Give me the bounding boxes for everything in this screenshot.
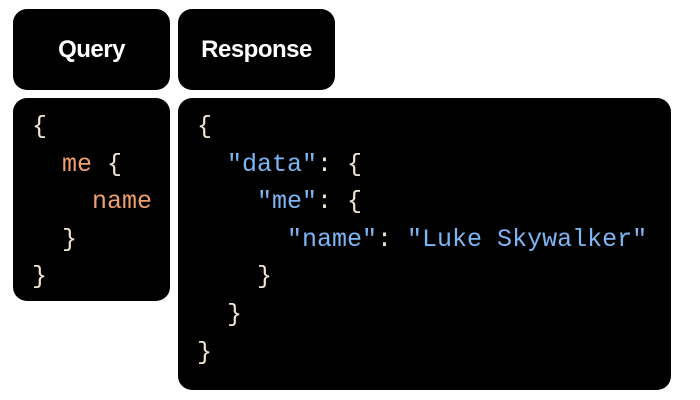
response-title: Response [201, 35, 312, 63]
brace: } [257, 262, 273, 292]
brace: } [62, 224, 78, 254]
response-key-me: "me" [257, 187, 318, 217]
response-value-name: "Luke Skywalker" [407, 224, 648, 254]
response-code-panel: { "data": { "me": { "name": "Luke Skywal… [178, 98, 671, 390]
colon: : [317, 187, 348, 217]
query-code-panel: { me { name }} [13, 98, 170, 301]
response-key-data: "data" [227, 149, 318, 179]
brace: { [32, 112, 48, 141]
brace: { [347, 149, 363, 179]
brace: { [107, 149, 123, 179]
brace: { [197, 112, 213, 141]
brace: } [197, 337, 213, 367]
query-header: Query [13, 9, 170, 90]
brace: } [32, 262, 48, 292]
query-field-me: me [62, 149, 93, 179]
response-key-name: "name" [287, 224, 378, 254]
query-field-name: name [92, 187, 153, 217]
response-header: Response [178, 9, 335, 90]
brace: { [347, 187, 363, 217]
brace: } [227, 299, 243, 329]
query-title: Query [58, 35, 125, 63]
colon: : [377, 224, 408, 254]
colon: : [317, 149, 348, 179]
